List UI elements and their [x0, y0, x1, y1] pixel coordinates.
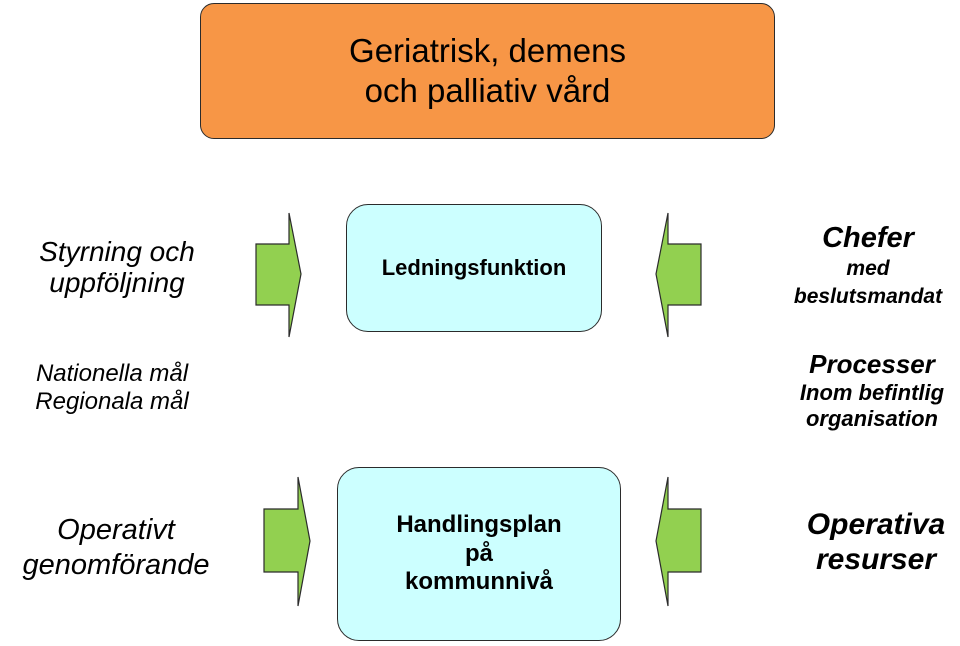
- label-operativa-line-1: Operativa: [806, 508, 946, 541]
- label-mal: Nationella mål Regionala mål: [0, 360, 224, 416]
- label-nationella-mal: Nationella mål: [35, 360, 189, 387]
- label-operativa: Operativa resurser: [770, 507, 960, 578]
- label-chefer: Chefer med beslutsmandat: [760, 222, 960, 310]
- label-processer-line-3: organisation: [805, 405, 938, 431]
- label-operativa-line-2: resurser: [815, 543, 937, 577]
- title-line-1: Geriatrisk, demens: [349, 32, 626, 70]
- label-styrning-line-1: Styrning och: [39, 236, 195, 267]
- label-processer-line-2: Inom befintlig: [799, 379, 945, 405]
- arrow-right-icon: [255, 212, 302, 338]
- arrow-right-icon: [263, 476, 311, 607]
- handlingsplan-line-2: på: [464, 539, 493, 567]
- title-box: Geriatrisk, demens och palliativ vård: [200, 3, 775, 139]
- label-chefer-line-1: Chefer: [822, 222, 914, 254]
- handlingsplan-line-1: Handlingsplan: [396, 510, 562, 538]
- label-chefer-line-3: beslutsmandat: [793, 284, 943, 308]
- ledningsfunktion-label: Ledningsfunktion: [381, 255, 567, 280]
- ledningsfunktion-box: Ledningsfunktion: [346, 204, 602, 332]
- label-styrning-line-2: uppföljning: [49, 267, 185, 299]
- arrow-left-icon: [655, 212, 702, 338]
- title-line-2: och palliativ vård: [364, 72, 611, 109]
- arrow-left-icon: [655, 476, 702, 607]
- label-operativt: Operativt genomförande: [0, 513, 232, 584]
- handlingsplan-line-3: kommunnivå: [404, 568, 554, 596]
- label-operativt-line-2: genomförande: [22, 549, 210, 582]
- label-operativt-line-1: Operativt: [57, 514, 175, 546]
- label-processer-line-1: Processer: [809, 349, 935, 379]
- label-styrning: Styrning och uppföljning: [4, 236, 230, 299]
- handlingsplan-box: Handlingsplan på kommunnivå: [337, 467, 621, 641]
- label-chefer-line-2: med: [846, 257, 890, 281]
- label-regionala-mal: Regionala mål: [35, 388, 189, 416]
- label-processer: Processer Inom befintlig organisation: [764, 349, 960, 432]
